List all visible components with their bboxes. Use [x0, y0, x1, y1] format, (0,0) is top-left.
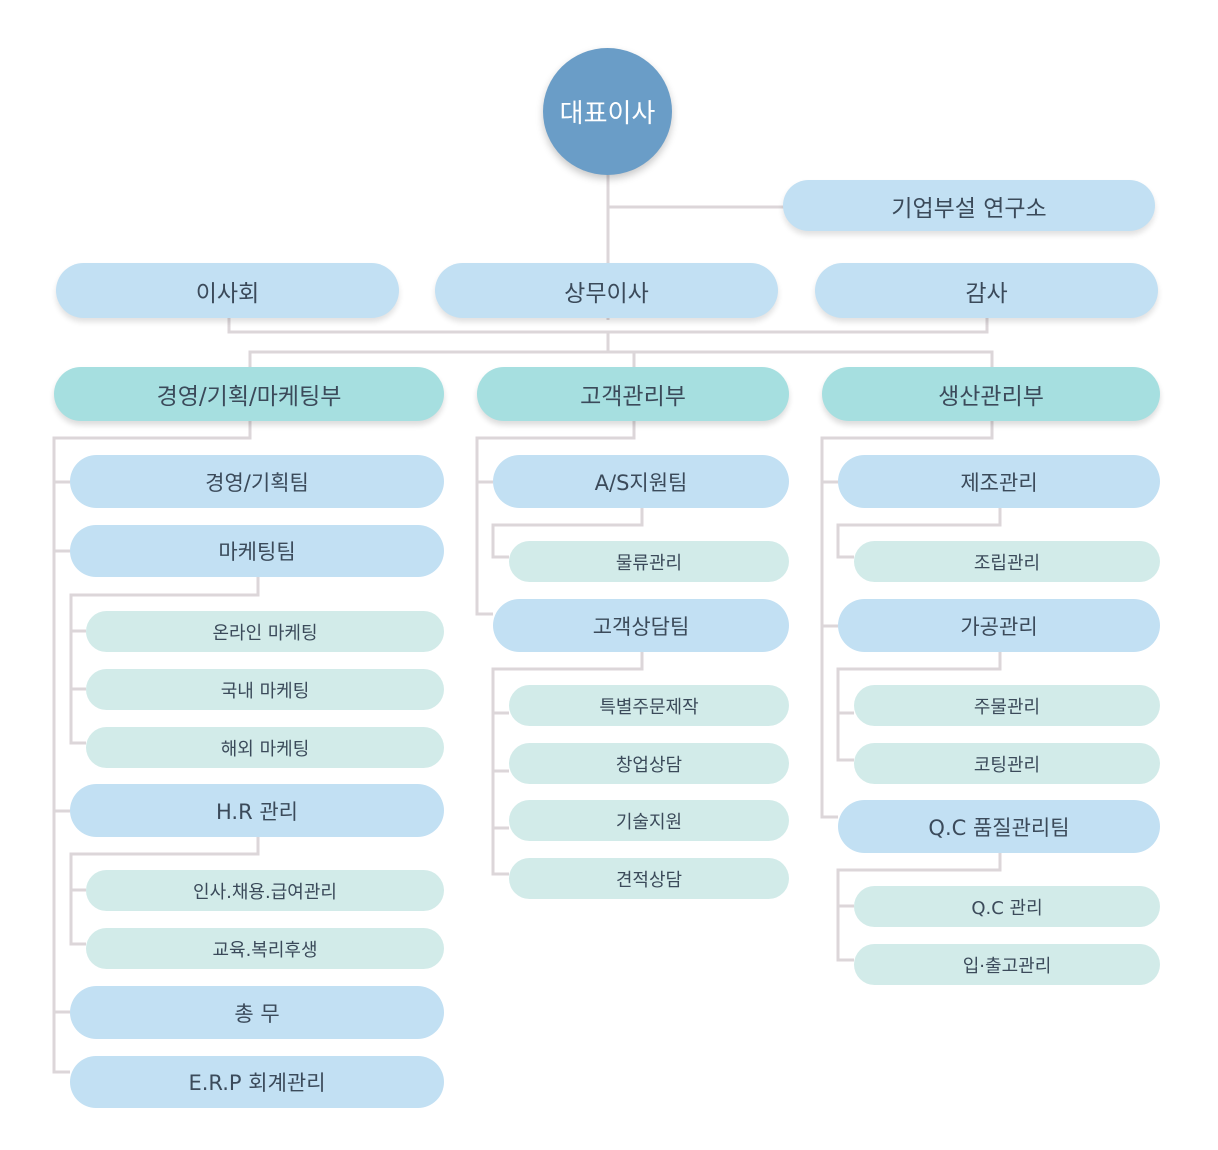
unit-label: 온라인 마케팅 — [212, 622, 318, 644]
unit-label: 조립관리 — [973, 552, 1041, 574]
connector-exec-bus — [227, 318, 989, 334]
unit-coating: 코팅관리 — [854, 743, 1160, 784]
unit-online-marketing: 온라인 마케팅 — [86, 611, 444, 652]
team-label: 제조관리 — [960, 470, 1038, 495]
team-label: 마케팅팀 — [218, 540, 296, 564]
unit-casting: 주물관리 — [854, 685, 1160, 726]
unit-label: Q.C 관리 — [971, 897, 1043, 919]
team-processing: 가공관리 — [838, 599, 1160, 652]
unit-label: 물류관리 — [615, 552, 683, 574]
team-marketing: 마케팅팀 — [70, 525, 444, 577]
connector-dept3-team3-units — [836, 853, 1002, 962]
unit-hiring-payroll: 인사.채용.급여관리 — [86, 870, 444, 911]
team-label: 가공관리 — [960, 614, 1038, 639]
team-quality-control: Q.C 품질관리팀 — [838, 800, 1160, 853]
audit-node: 감사 — [815, 263, 1158, 318]
team-label: 총 무 — [234, 1001, 280, 1026]
unit-assembly: 조립관리 — [854, 541, 1160, 582]
team-customer-consulting: 고객상담팀 — [493, 599, 789, 652]
department-management-marketing: 경영/기획/마케팅부 — [54, 367, 444, 421]
unit-label: 교육.복리후생 — [212, 939, 318, 961]
board-node: 이사회 — [56, 263, 399, 318]
unit-label: 주물관리 — [973, 696, 1041, 718]
department-label: 고객관리부 — [580, 384, 686, 410]
team-label: Q.C 품질관리팀 — [928, 815, 1070, 840]
team-label: H.R 관리 — [215, 799, 298, 824]
unit-startup-consulting: 창업상담 — [509, 743, 789, 784]
unit-logistics: 물류관리 — [509, 541, 789, 582]
research-lab-label: 기업부설 연구소 — [891, 195, 1047, 222]
department-label: 경영/기획/마케팅부 — [156, 384, 342, 410]
connector-dept3-spine — [820, 421, 994, 819]
team-label: 경영/기획팀 — [205, 470, 309, 495]
board-label: 이사회 — [195, 280, 260, 307]
managing-director-label: 상무이사 — [564, 280, 649, 307]
team-erp-accounting: E.R.P 회계관리 — [70, 1056, 444, 1108]
connector-dept2-spine — [475, 421, 636, 616]
audit-label: 감사 — [965, 280, 1008, 307]
connector-team3-units — [69, 836, 260, 946]
unit-label: 인사.채용.급여관리 — [193, 881, 337, 903]
unit-label: 입·출고관리 — [962, 955, 1052, 977]
unit-label: 특별주문제작 — [599, 696, 699, 718]
ceo-label: 대표이사 — [559, 99, 656, 129]
managing-director-node: 상무이사 — [435, 263, 778, 318]
department-production-management: 생산관리부 — [822, 367, 1160, 421]
unit-label: 창업상담 — [615, 754, 683, 776]
connector-team2-units — [69, 577, 260, 745]
connector-dept3-team2-units — [836, 652, 1002, 762]
team-management-planning: 경영/기획팀 — [70, 455, 444, 508]
unit-custom-order: 특별주문제작 — [509, 685, 789, 726]
unit-qc-management: Q.C 관리 — [854, 886, 1160, 927]
team-label: 고객상담팀 — [592, 614, 690, 639]
unit-label: 국내 마케팅 — [220, 680, 310, 702]
unit-label: 코팅관리 — [973, 754, 1041, 776]
connector-dept1-spine — [52, 421, 252, 1074]
team-label: E.R.P 회계관리 — [188, 1071, 326, 1095]
unit-overseas-marketing: 해외 마케팅 — [86, 727, 444, 768]
connector-dept2-team1-units — [491, 508, 644, 559]
department-customer-management: 고객관리부 — [477, 367, 789, 421]
unit-label: 기술지원 — [615, 811, 683, 833]
department-label: 생산관리부 — [938, 384, 1044, 410]
unit-training-welfare: 교육.복리후생 — [86, 928, 444, 969]
team-manufacturing: 제조관리 — [838, 455, 1160, 508]
unit-domestic-marketing: 국내 마케팅 — [86, 669, 444, 710]
unit-warehousing: 입·출고관리 — [854, 944, 1160, 985]
research-lab-node: 기업부설 연구소 — [783, 180, 1155, 231]
team-general-affairs: 총 무 — [70, 986, 444, 1039]
ceo-node: 대표이사 — [543, 48, 672, 175]
connector-dept2-team2-units — [491, 652, 644, 876]
team-hr: H.R 관리 — [70, 784, 444, 837]
connector-dept3-team1-units — [836, 508, 1002, 559]
unit-label: 해외 마케팅 — [220, 738, 310, 760]
team-label: A/S지원팀 — [594, 470, 688, 495]
team-as-support: A/S지원팀 — [493, 455, 789, 508]
unit-tech-support: 기술지원 — [509, 800, 789, 841]
unit-label: 견적상담 — [615, 869, 683, 891]
unit-quote-consulting: 견적상담 — [509, 858, 789, 899]
connector-dept-bus — [248, 350, 994, 368]
